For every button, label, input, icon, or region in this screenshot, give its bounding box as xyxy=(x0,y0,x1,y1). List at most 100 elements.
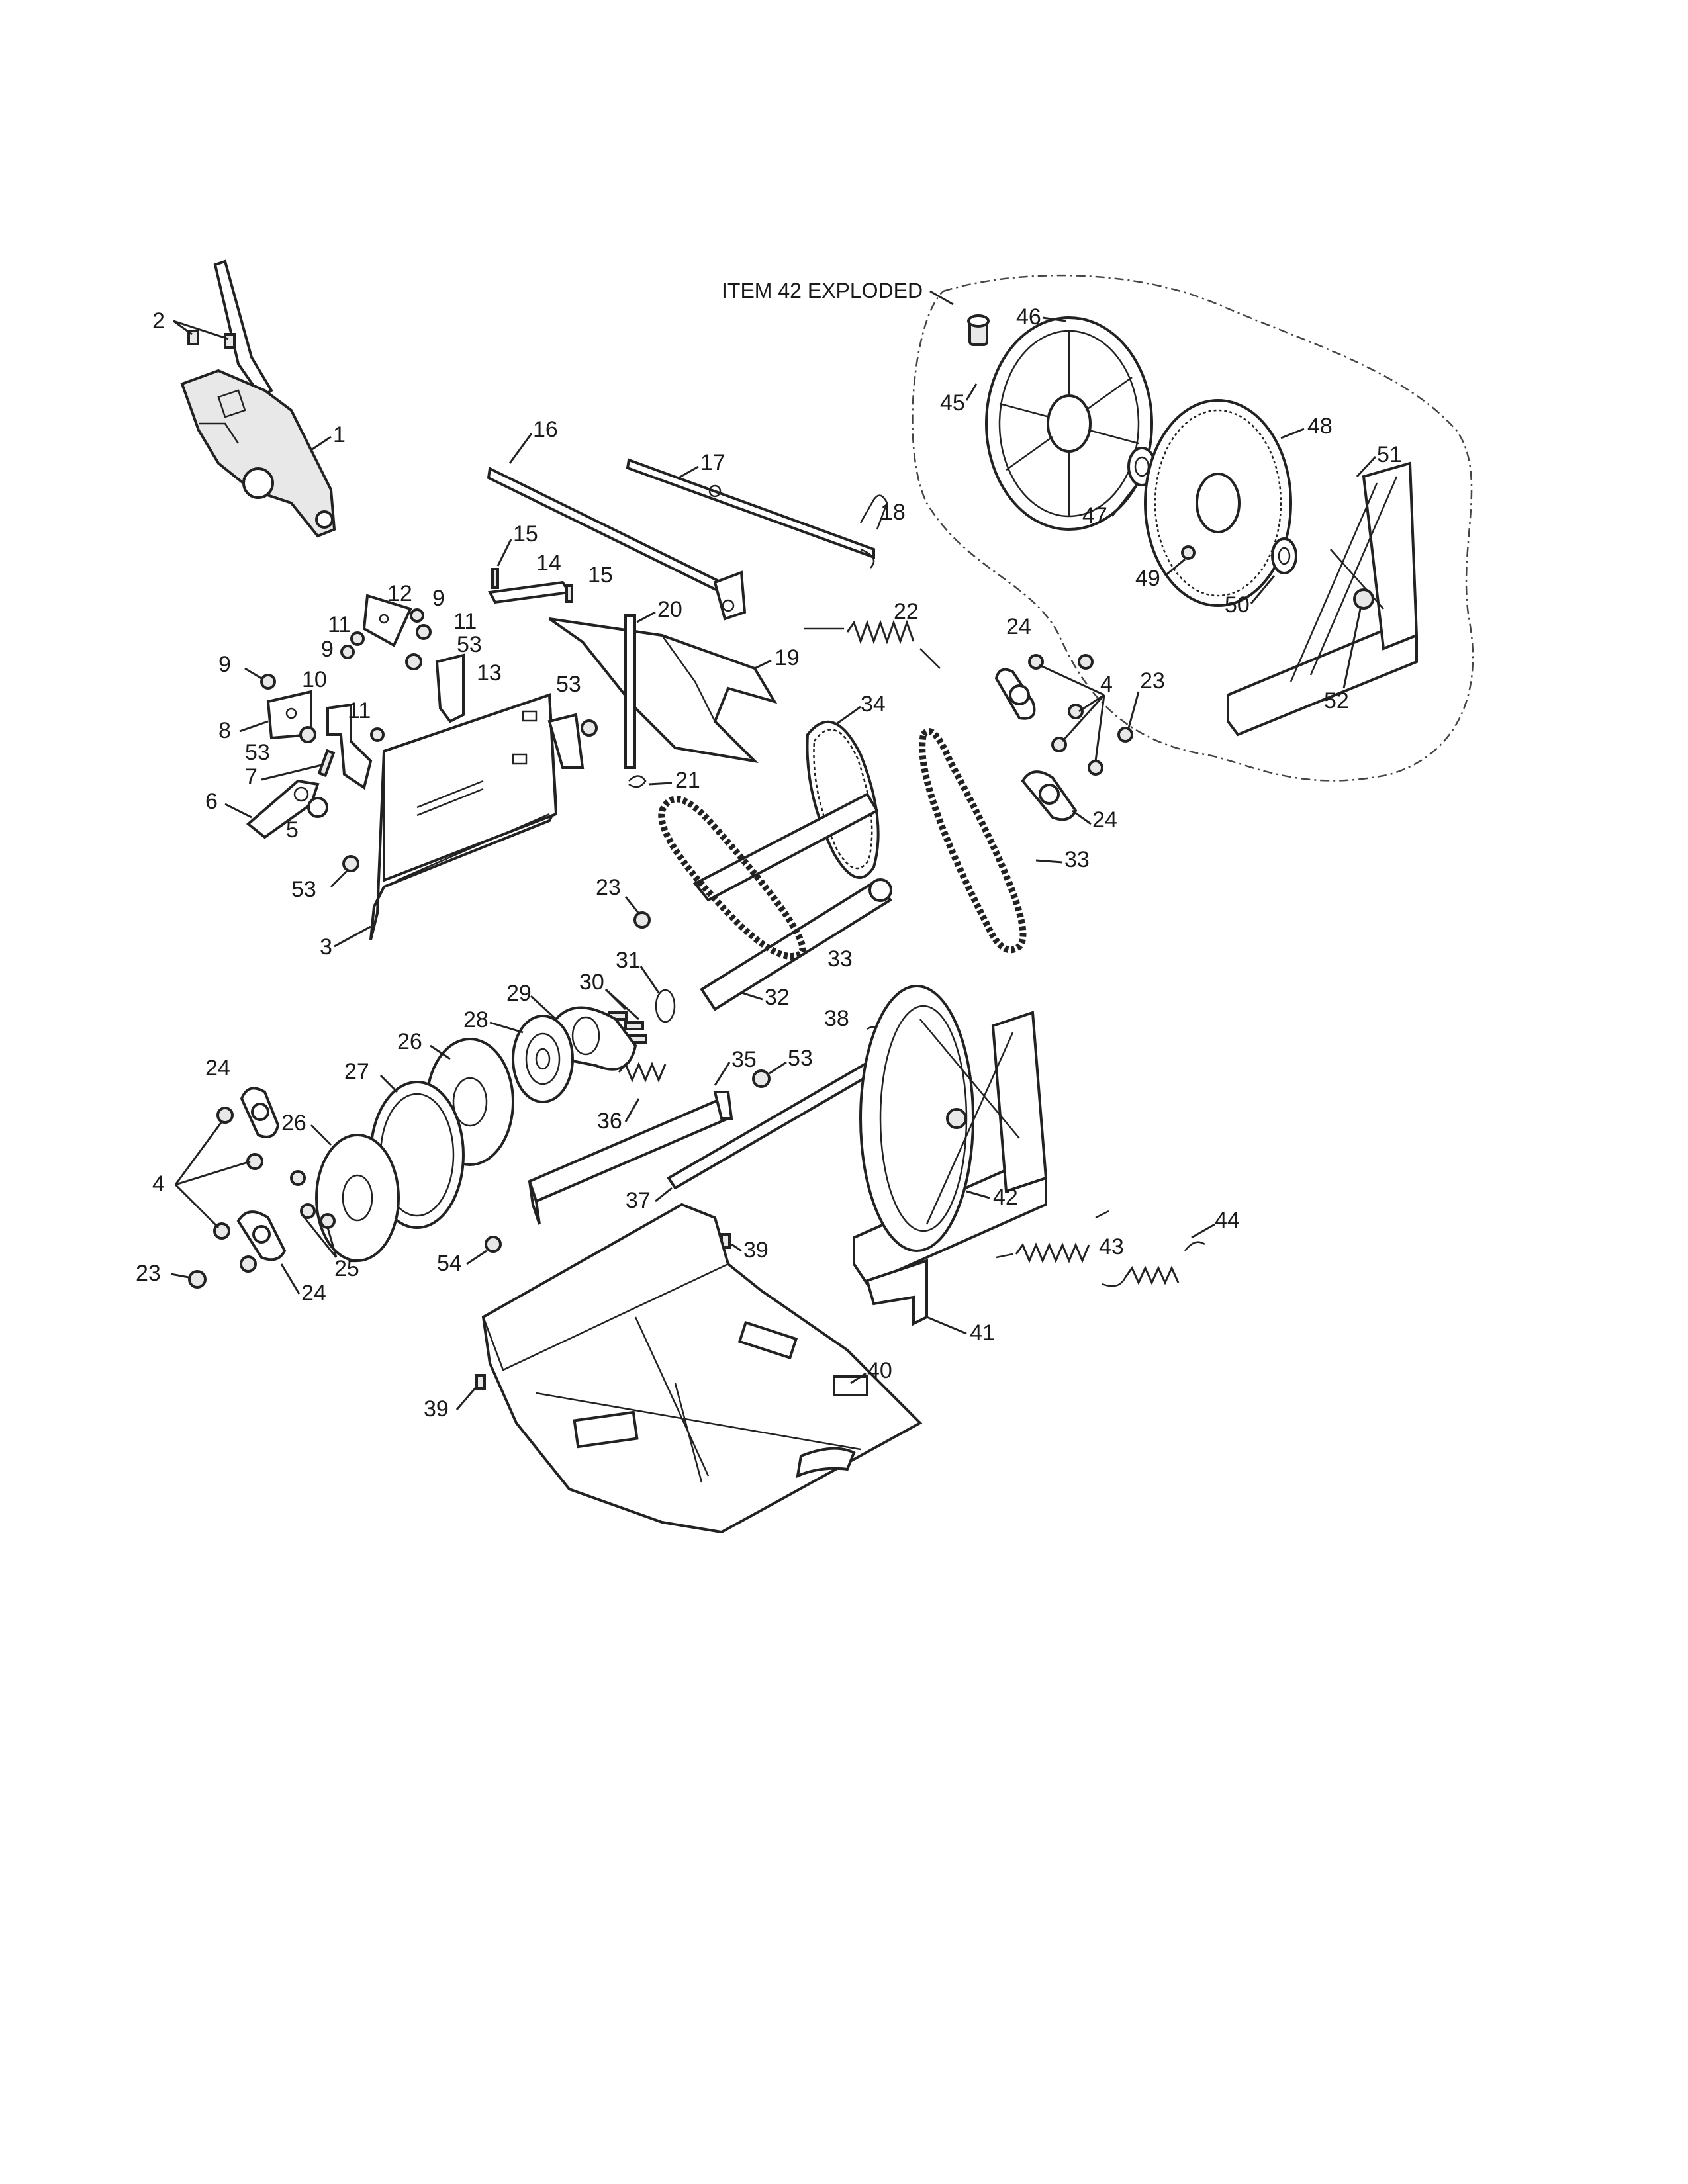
part-24-bearing-flange xyxy=(236,1210,287,1261)
leader xyxy=(175,1160,251,1186)
leader xyxy=(496,539,512,567)
leader xyxy=(639,966,660,993)
leader xyxy=(326,1227,338,1258)
callout-49: 49 xyxy=(1135,566,1160,591)
part-9-bolt xyxy=(260,674,276,690)
part-28-pulley-hub xyxy=(512,1015,574,1103)
callout-36: 36 xyxy=(597,1109,622,1134)
part-12-plate xyxy=(362,594,412,647)
part-15-pins xyxy=(491,568,573,603)
leader xyxy=(850,1372,867,1385)
callout-37: 37 xyxy=(626,1188,651,1213)
part-42-drive-bracket xyxy=(853,985,1048,1286)
part-29-bearing-housing xyxy=(554,1006,637,1071)
part-nut xyxy=(216,1107,234,1124)
callout-39b: 39 xyxy=(424,1396,449,1422)
leader xyxy=(1111,486,1137,517)
callout-38: 38 xyxy=(824,1006,849,1031)
part-41-bracket xyxy=(865,1259,928,1326)
callout-22: 22 xyxy=(894,599,919,624)
callout-21: 21 xyxy=(675,768,700,793)
callout-31: 31 xyxy=(616,948,641,973)
part-24-bearing-flange xyxy=(240,1087,280,1138)
part-32-shaft xyxy=(692,792,892,1011)
part-54-nut xyxy=(485,1236,502,1253)
part-26-pulley-flange xyxy=(315,1134,400,1262)
callout-45: 45 xyxy=(940,390,965,416)
callout-6: 6 xyxy=(205,789,218,814)
part-24-bearing-flange xyxy=(1021,770,1078,821)
callout-54: 54 xyxy=(437,1251,462,1276)
leader xyxy=(1061,694,1105,743)
callout-44: 44 xyxy=(1215,1208,1240,1233)
part-shift-lever xyxy=(180,259,336,538)
callout-20: 20 xyxy=(657,597,682,622)
leader xyxy=(714,1062,731,1086)
callout-43: 43 xyxy=(1099,1234,1124,1259)
callout-12: 12 xyxy=(387,581,412,606)
callout-41: 41 xyxy=(970,1320,995,1345)
part-23-nut xyxy=(188,1270,207,1289)
leader xyxy=(173,320,193,336)
callout-9c: 9 xyxy=(432,586,445,611)
leader xyxy=(926,1316,967,1335)
callout-24a: 24 xyxy=(1006,614,1031,639)
callout-48: 48 xyxy=(1307,414,1333,439)
leader xyxy=(170,1273,189,1279)
part-51-bracket xyxy=(1227,461,1419,737)
part-25-nut xyxy=(290,1170,306,1186)
leader xyxy=(678,465,699,479)
leader xyxy=(754,659,772,670)
leader xyxy=(330,869,349,888)
callout-2: 2 xyxy=(152,308,165,334)
leader xyxy=(1280,428,1305,439)
leader xyxy=(334,925,371,948)
part-36-spring xyxy=(618,1062,667,1083)
part-53-nut xyxy=(752,1069,771,1088)
part-6-arm xyxy=(246,779,320,839)
part-11-nut xyxy=(370,727,385,742)
part-53-nut xyxy=(405,653,422,670)
part-31-snap-ring xyxy=(655,989,676,1023)
leader xyxy=(466,1250,487,1265)
leader xyxy=(624,896,640,914)
callout-27: 27 xyxy=(344,1059,369,1084)
part-11-nut xyxy=(350,631,365,646)
part-21-clip xyxy=(628,775,647,788)
leader xyxy=(1250,575,1276,604)
part-17-rod xyxy=(626,458,875,569)
part-44-spring xyxy=(1102,1241,1205,1287)
callout-24d: 24 xyxy=(301,1281,326,1306)
leader xyxy=(1094,694,1105,762)
callout-11b: 11 xyxy=(348,698,371,723)
callout-13: 13 xyxy=(477,660,502,686)
callout-11c: 11 xyxy=(453,609,477,634)
part-nut xyxy=(1088,760,1103,776)
callout-5: 5 xyxy=(286,817,299,842)
leader xyxy=(430,1044,451,1060)
part-35-bar xyxy=(528,1091,733,1225)
part-bracket-right xyxy=(547,713,585,769)
callout-10: 10 xyxy=(302,667,327,692)
callout-53e: 53 xyxy=(788,1046,813,1071)
callout-4b: 4 xyxy=(152,1171,165,1197)
leader xyxy=(310,1124,332,1146)
part-40-pan xyxy=(481,1203,923,1534)
leader xyxy=(835,705,861,726)
part-30-bolt xyxy=(624,1021,644,1030)
callout-23a: 23 xyxy=(596,875,621,900)
part-7-pin xyxy=(317,749,336,778)
exploded-group-outline xyxy=(912,274,1474,782)
callout-46: 46 xyxy=(1016,304,1041,330)
part-53-nut xyxy=(581,719,598,737)
part-49-bolt xyxy=(1181,545,1196,560)
leader xyxy=(1035,859,1063,864)
part-14-link xyxy=(487,580,572,604)
callout-53a: 53 xyxy=(457,632,482,657)
leader xyxy=(261,763,325,781)
leader xyxy=(1342,608,1362,689)
callout-28: 28 xyxy=(463,1007,489,1032)
leader xyxy=(624,1098,640,1122)
leader xyxy=(1078,694,1105,713)
callout-53d: 53 xyxy=(291,877,316,902)
